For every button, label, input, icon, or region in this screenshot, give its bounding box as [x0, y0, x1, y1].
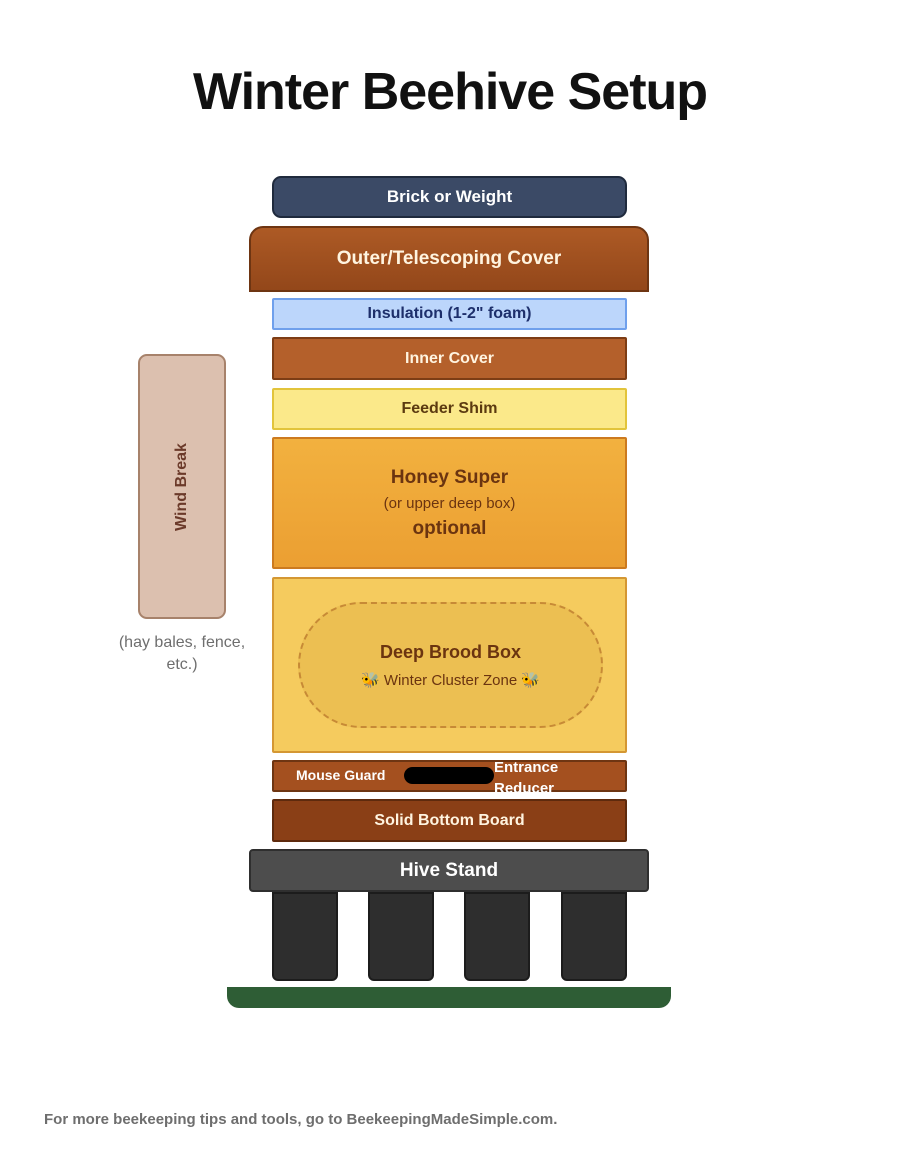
entrance-opening [404, 767, 494, 784]
feeder-shim-layer: Feeder Shim [272, 388, 627, 430]
honey-super-name: Honey Super [390, 466, 509, 488]
winter-cluster-zone: Deep Brood Box 🐝 Winter Cluster Zone 🐝 [298, 602, 603, 728]
brood-box-layer: Deep Brood Box 🐝 Winter Cluster Zone 🐝 [272, 577, 627, 753]
insulation-layer: Insulation (1-2" foam) [272, 298, 627, 330]
hive-stand-layer: Hive Stand [249, 849, 649, 892]
stand-leg [464, 892, 530, 981]
outer-cover-layer: Outer/Telescoping Cover [249, 226, 649, 292]
wind-break-label-wrap: Wind Break [138, 354, 226, 619]
footer-text: For more beekeeping tips and tools, go t… [44, 1111, 558, 1128]
inner-cover-layer: Inner Cover [272, 337, 627, 380]
stand-leg [368, 892, 434, 981]
page-title: Winter Beehive Setup [192, 63, 708, 121]
brick-layer: Brick or Weight [272, 176, 627, 218]
mouse-guard-label: Mouse Guard [296, 767, 386, 783]
brood-box-name: Deep Brood Box [379, 641, 521, 662]
bottom-board-layer: Solid Bottom Board [272, 799, 627, 842]
stand-leg [272, 892, 338, 981]
wind-break-note: (hay bales, fence, etc.) [118, 634, 246, 673]
wind-break [138, 354, 226, 619]
cluster-label: 🐝 Winter Cluster Zone 🐝 [360, 671, 541, 689]
entrance-reducer-label: Entrance Reducer [494, 759, 559, 797]
honey-super-subtitle: (or upper deep box) [383, 494, 516, 512]
wind-break-label: Wind Break [173, 442, 190, 531]
honey-super-note: optional [412, 517, 487, 539]
ground [227, 987, 671, 1008]
honey-super-layer: Honey Super (or upper deep box) optional [272, 437, 627, 569]
stand-leg [561, 892, 627, 981]
